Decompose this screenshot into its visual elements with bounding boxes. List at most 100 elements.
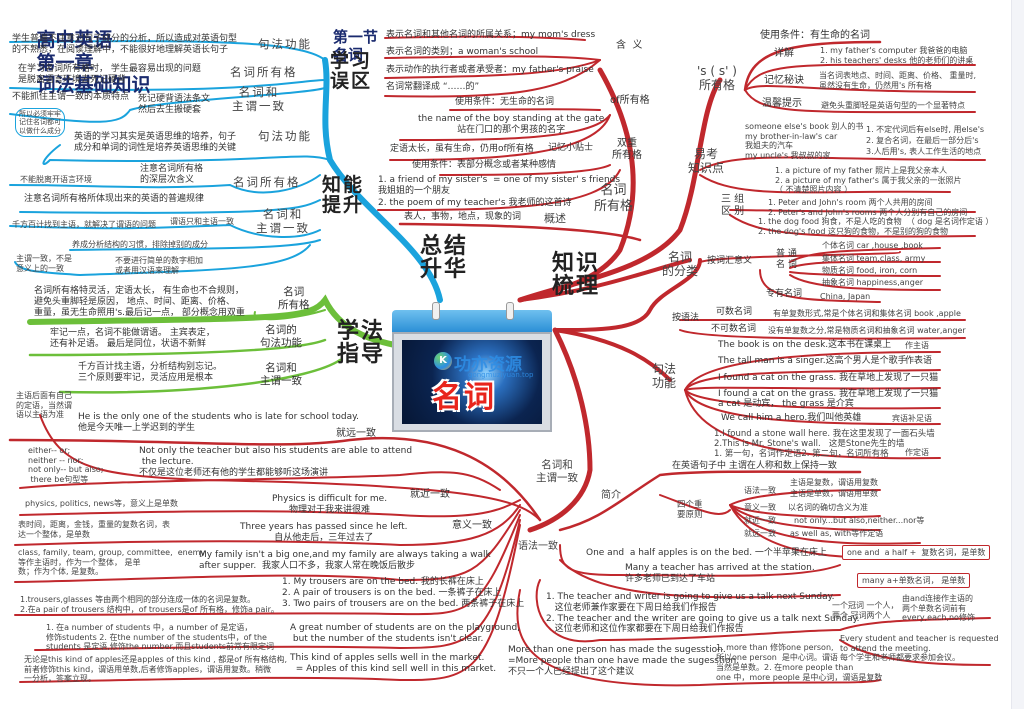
- syntax-role-2: 作表语: [905, 356, 933, 366]
- ability-agreement-text3: 养成分析结构的习惯，排除掉别的成分: [72, 240, 208, 249]
- calendar-body: K 功亦资源 gongmuziyuan.top 名词: [392, 332, 552, 432]
- title-chapter: 第一章: [36, 51, 94, 74]
- page-title: 高中英语 第一章 词法基础知识: [10, 6, 150, 120]
- principles-label: 四个重 要原则: [677, 500, 703, 521]
- far-example: He is the only one of the students who i…: [78, 412, 360, 433]
- of-possessive-condition: 使用条件：无生命的名词: [455, 97, 555, 107]
- syntax-role-6: 作定语: [905, 448, 929, 457]
- notional-note-4: 1.trousers,glasses 等由两个相同的部分连成一体的名词是复数。 …: [20, 595, 279, 614]
- article-note: 一个冠词 一个人， 两个 冠词两个人: [832, 601, 899, 620]
- every-example: Every student and teacher is requested t…: [840, 634, 999, 663]
- meaning-item-3: 表示动作的执行者或者承受者：my father's praise: [386, 65, 594, 75]
- s-memory-text: 当名词表地点、时间、距离、价格、 重量时, 虽然没有生命，仍然用's 所有格: [819, 71, 977, 90]
- title-chapter-name: 词法基础知识: [36, 74, 151, 97]
- principle-4-name: 就远一致: [744, 529, 776, 538]
- double-possessive-condition: 使用条件：表部分概念或者某种感情: [412, 160, 557, 170]
- pitfall-agreement-label: 名词和 主谓一致: [232, 85, 286, 113]
- near-note: either-- or; neither -- nor; not only-- …: [28, 446, 104, 484]
- method-syntax-label: 名词的 句法功能: [260, 324, 302, 349]
- agreement-label: 名词和 主谓一致: [536, 459, 578, 484]
- method-agreement-text: 千方百计找主语，分析结构别忘记。 三个原则要牢记，灵活应用是根本: [78, 362, 223, 383]
- of-possessive-label: of所有格: [610, 95, 650, 106]
- calendar-ring-right: [506, 302, 514, 320]
- watermark-logo-icon: K: [434, 352, 452, 370]
- syntax-item-3: I found a cat on the grass. 我在草地上发现了一只猫: [718, 373, 939, 383]
- one-and-half-example: One and a half apples is on the bed. 一个半…: [586, 548, 827, 558]
- notional-example-6: This kind of apples sells well in the ma…: [290, 653, 497, 674]
- common-item-2: 集体名词 team,class, army: [822, 254, 926, 263]
- s-possessive-label: 's ( s' ) 所有格: [697, 64, 737, 93]
- ability-possessive-text3: 注意名词所有格所体现出来的英语的普遍规律: [24, 194, 205, 204]
- calendar-screen: K 功亦资源 gongmuziyuan.top 名词: [402, 340, 542, 424]
- principle-3-name: 就近一致: [744, 516, 776, 525]
- ability-agreement-text4: 不要进行简单的数字相加 或者用汉语来理解: [115, 256, 203, 275]
- of-possessive-tip: 定语太长，虽有生命，仍用of所有格: [390, 144, 534, 154]
- pitfall-possessive-text: 在学习名词所有格时， 学生最容易出现的问题 是脱离语言环境去死记硬背: [18, 64, 201, 85]
- syntax-role-1: 作主语: [905, 341, 929, 350]
- notional-label: 意义一致: [452, 520, 492, 531]
- possessive-label: 名词 所有格: [594, 183, 634, 214]
- method-syntax-text: 牢记一点，名词不能做谓语。 主宾表定， 还有补足语。 最后是同位，状语不新鲜: [50, 328, 215, 349]
- method-possessive-label: 名词 所有格: [278, 286, 310, 311]
- common-item-3: 物质名词 food, iron, corn: [822, 266, 918, 275]
- section-title: 第一节 名词: [312, 10, 394, 82]
- ability-possessive-label: 名词所有格: [233, 175, 301, 189]
- ability-syntax-label: 句法功能: [258, 129, 312, 143]
- by-grammar-label: 按语法: [672, 313, 700, 323]
- notional-example-3: My family isn't a big one,and my family …: [199, 550, 491, 571]
- every-note: 由and连接作主语的 两个单数名词前有 every,each,no修饰: [902, 594, 975, 623]
- ability-possessive-text: 注意名词所有格 的深层次含义: [140, 164, 204, 185]
- s-tip-text: 避免头重脚轻是英语句型的一个显著特点: [821, 101, 965, 110]
- notional-note-2: 表时间，距离，金钱，重量的复数名词，表 达一个整体，是单数: [18, 520, 170, 539]
- ability-possessive-text2: 不能脱离开语言环境: [20, 175, 92, 184]
- group1-text: 1. a picture of my father 照片上是我父亲本人 2. a…: [775, 166, 962, 195]
- calendar-ring-left: [432, 302, 440, 320]
- ability-agreement-label: 名词和 主谓一致: [256, 207, 310, 235]
- notional-example-1: Physics is difficult for me. 物理对于我来讲很难: [272, 494, 388, 515]
- near-example: Not only the teacher but also his studen…: [139, 446, 413, 478]
- one-and-half-note: one and a half + 复数名词，是单数: [842, 545, 991, 560]
- group2-text: 1. Peter and John's room 两个人共用的房间 2. Pet…: [768, 198, 968, 217]
- ability-agreement-text5: 主谓一致，不是 意义上的一致: [16, 254, 72, 273]
- pitfall-agreement-text2: 死记硬背语法条文 然后去生搬硬套: [138, 94, 211, 115]
- by-meaning-label: 按词汇意义: [707, 256, 753, 266]
- syntax-item-1: The book is on the desk.这本书在课桌上: [718, 340, 892, 350]
- exam-rules: 1. 不定代词后有else时, 用else's 2. 复合名词，在最后一部分后'…: [866, 125, 985, 157]
- principle-2-desc: 以名词的确切含义为准: [788, 503, 868, 512]
- pitfall-syntax-label: 句法功能: [258, 37, 312, 51]
- syntax-label: 句法 功能: [652, 362, 677, 391]
- principle-2-name: 意义一致: [744, 503, 776, 512]
- hub-knowledge: 知识 梳理: [552, 251, 601, 300]
- far-label: 就远一致: [336, 428, 376, 439]
- many-a-example: Many a teacher has arrived at the statio…: [625, 563, 815, 584]
- title-section-name: 名词: [332, 46, 363, 64]
- watermark-url: gongmuziyuan.top: [468, 371, 534, 379]
- grammatical-label: 语法一致: [518, 541, 558, 552]
- s-detail-text: 1. my father's computer 我爸爸的电脑 2. his te…: [820, 46, 974, 65]
- common-noun-label: 普 通 名 词: [776, 249, 797, 270]
- meaning-item-4: 名词常翻译成 “……的”: [386, 82, 480, 92]
- overview-text: 表人，事物，地点，现象的词: [404, 212, 522, 222]
- hub-pitfalls: 学习 误区: [330, 50, 373, 92]
- notional-example-5: A great number of students are on the pl…: [290, 623, 521, 644]
- title-section: 第一节: [332, 28, 378, 46]
- pitfall-possessive-label: 名词所有格: [230, 65, 298, 79]
- note-circle: 所以必须牢牢 记住名词都可 以做什么成分: [15, 108, 65, 138]
- meaning-label: 含 义: [616, 40, 643, 51]
- of-possessive-example: the name of the boy standing at the gate…: [418, 114, 605, 135]
- vertical-scrollbar[interactable]: [1011, 0, 1024, 709]
- exam-examples: someone else's book 别人的书 my brother-in-l…: [745, 122, 864, 160]
- watermark-text: 功亦资源: [454, 355, 522, 375]
- method-possessive-text: 名词所有格特灵活，定语太长， 有生命也不合规则， 避免头重脚轻是原因， 地点、时…: [34, 286, 245, 318]
- proper-noun-label: 专有名词: [766, 289, 803, 299]
- group3-text: 1. the dog food 狗食，不是人吃的食物 （ dog 是名词作定语 …: [758, 217, 994, 236]
- many-a-note: many a+单数名词， 是单数: [857, 573, 971, 588]
- principle-1-name: 语法一致: [744, 486, 776, 495]
- syntax-item-6: 1.I found a stone wall here. 我在这里发现了一面石头…: [714, 429, 935, 459]
- meaning-item-2: 表示名词的类别；a woman's school: [386, 47, 539, 57]
- s-possessive-condition: 使用条件：有生命的名词: [760, 30, 870, 41]
- hub-summary: 总结 升华: [420, 234, 469, 283]
- three-groups-label: 三 组 区 别: [721, 194, 745, 217]
- classification-label: 名词 的分类: [662, 250, 699, 279]
